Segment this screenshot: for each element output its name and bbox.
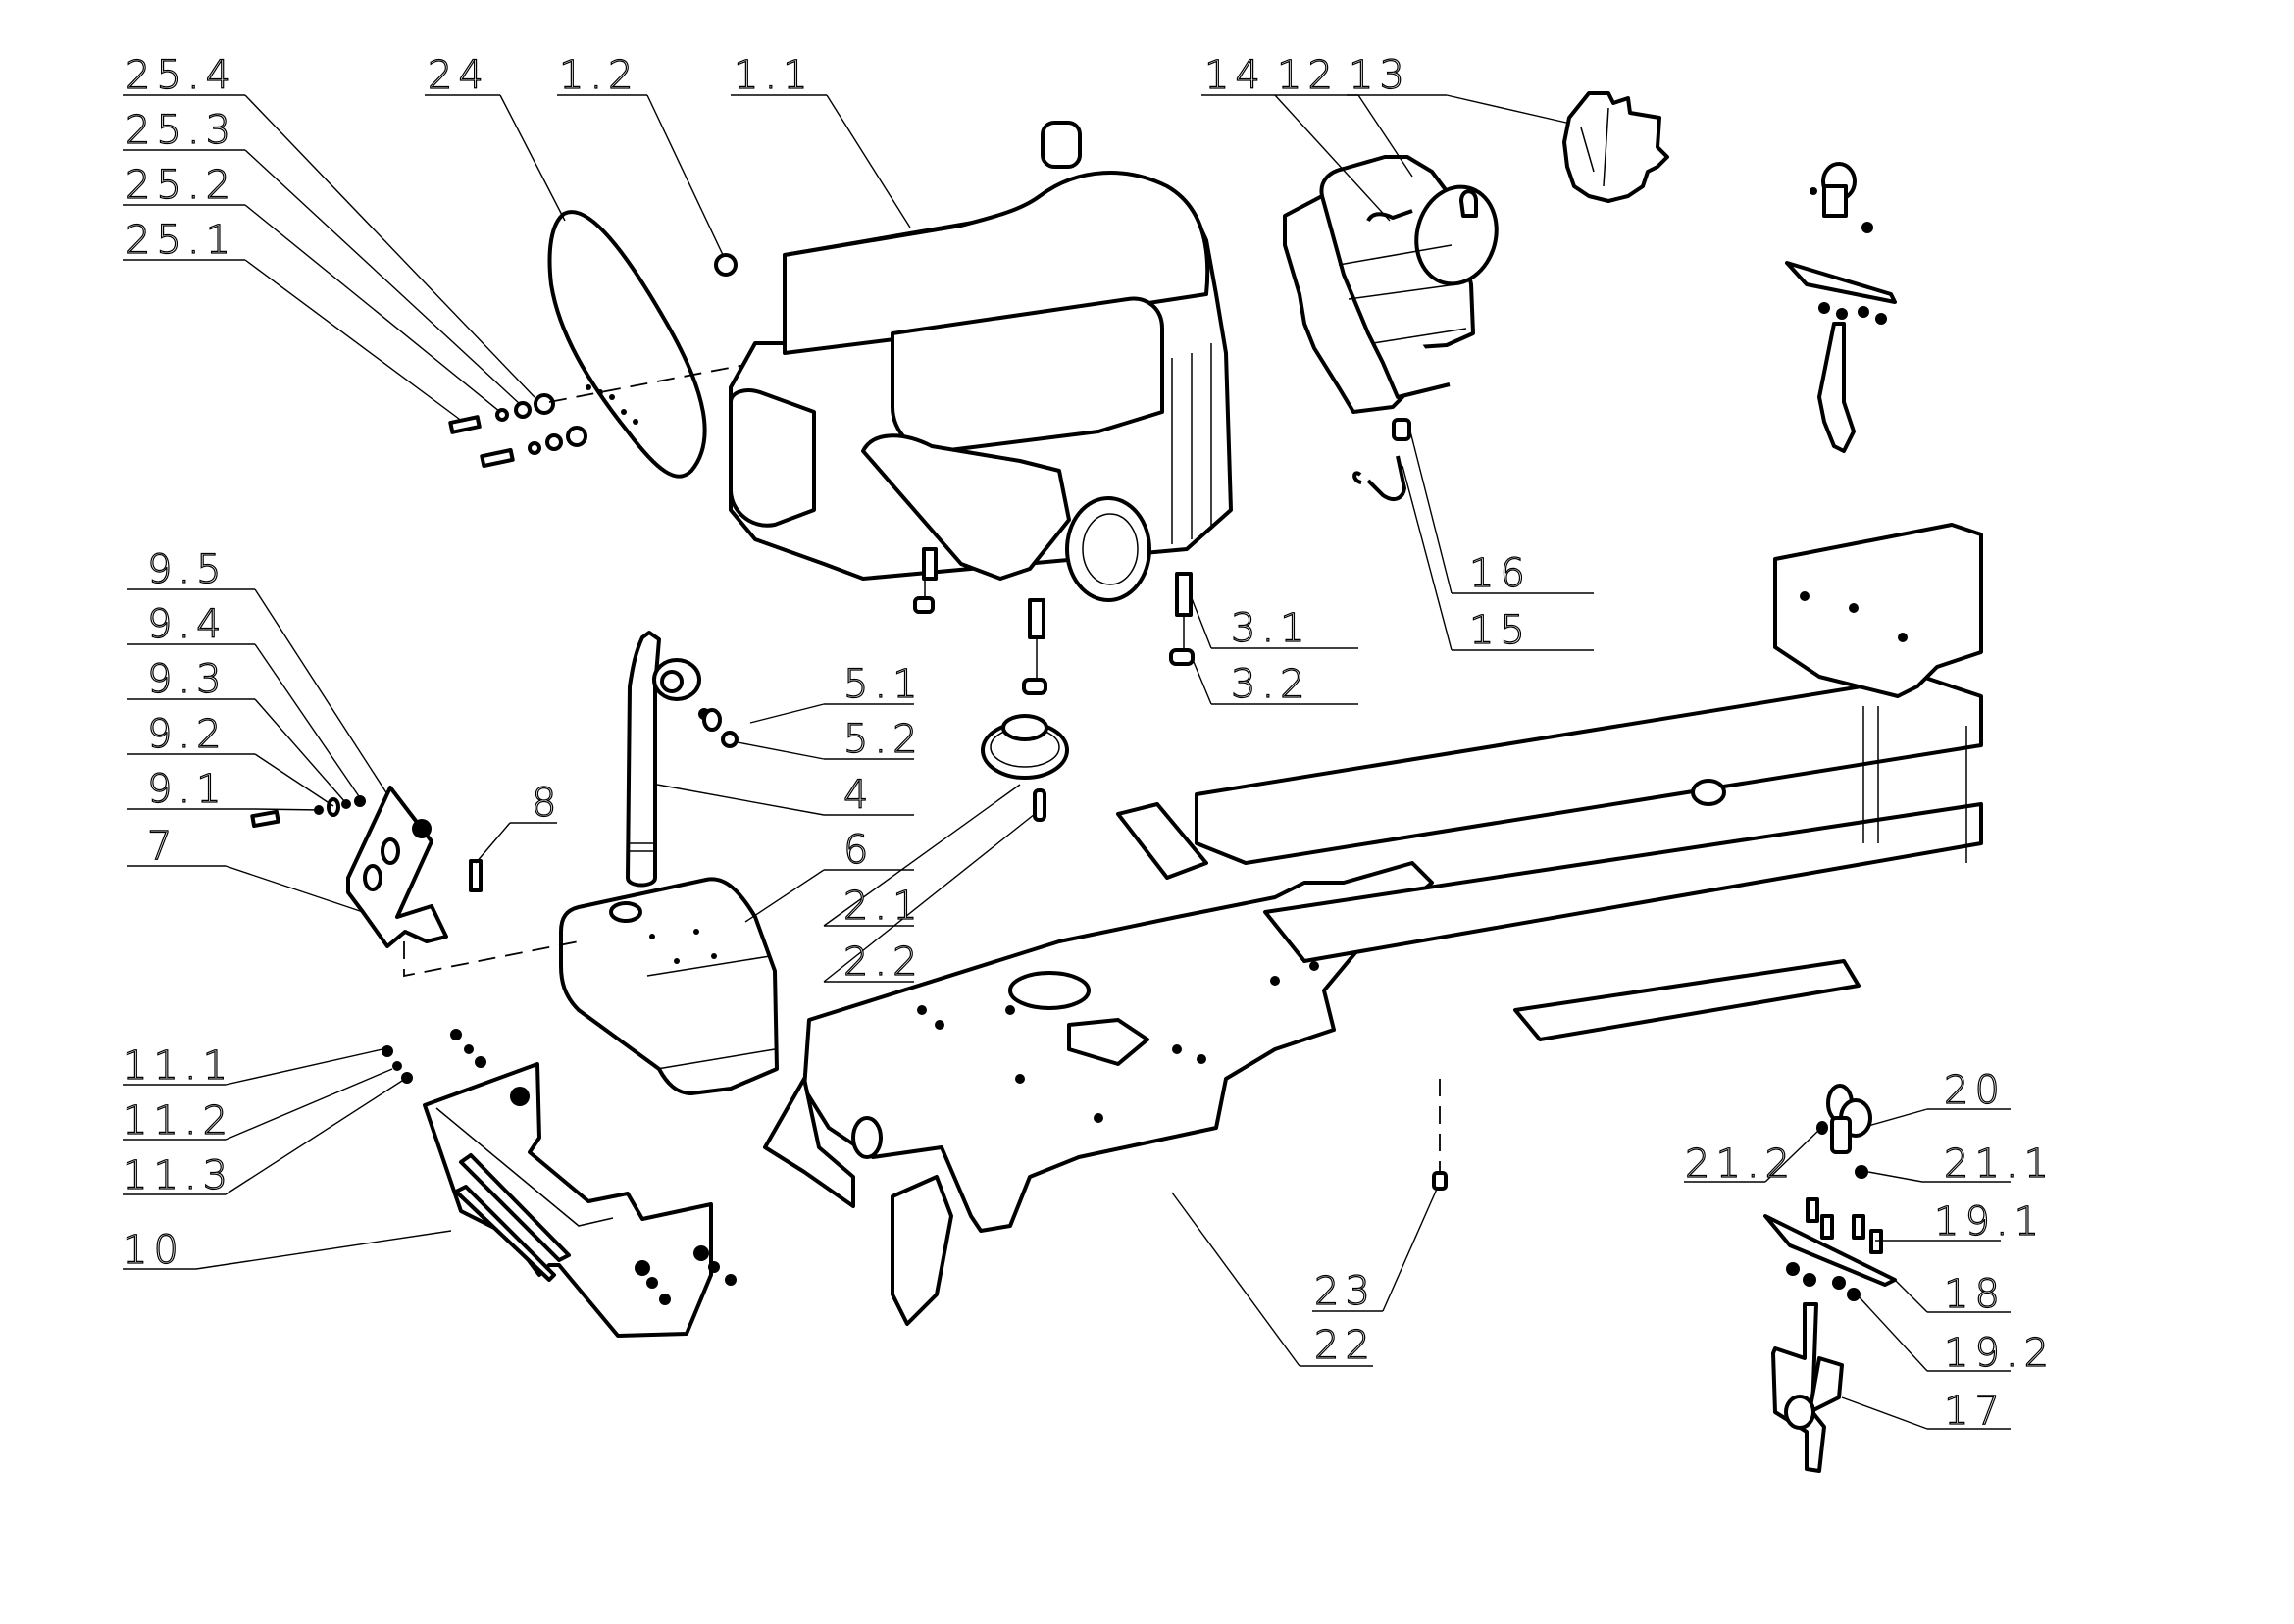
callout-21-1: 21.1 xyxy=(1944,1142,2055,1187)
leader-22-arrow xyxy=(1171,1192,1300,1367)
callout-19-2: 19.2 xyxy=(1944,1331,2055,1376)
leader-5-2-arrow xyxy=(737,741,825,760)
part-lower-right-assembly xyxy=(1763,1084,1897,1473)
callout-25-3: 25.3 xyxy=(126,108,236,153)
part-exhaust-pipe xyxy=(626,631,739,888)
leader-20-arrow xyxy=(1867,1108,1928,1127)
part-engine-bolts-3 xyxy=(913,547,1195,695)
callout-3-2: 3.2 xyxy=(1231,662,1311,707)
leader-1-1-arrow xyxy=(826,94,911,228)
leader-19-2-arrow xyxy=(1858,1295,1928,1372)
leader-lines xyxy=(123,94,2011,1430)
callout-11-2: 11.2 xyxy=(123,1098,233,1143)
part-nut-1-2 xyxy=(714,253,738,277)
callout-5-1: 5.1 xyxy=(843,662,924,707)
leader-15-arrow xyxy=(1402,465,1453,651)
part-pulley xyxy=(981,714,1069,822)
leader-9-3-arrow xyxy=(254,698,346,803)
leader-21-2-arrow xyxy=(1764,1129,1820,1183)
part-muffler-bracket xyxy=(250,786,580,978)
leader-7-arrow xyxy=(225,865,364,913)
part-fuel-tank xyxy=(1283,155,1499,414)
leader-14-arrow xyxy=(1274,94,1391,222)
callout-11-1: 11.1 xyxy=(123,1043,233,1089)
part-heat-shield xyxy=(382,1029,737,1338)
leader-25-1-arrow xyxy=(244,259,464,423)
callout-22: 22 xyxy=(1314,1323,1376,1368)
callout-16: 16 xyxy=(1469,551,1531,596)
callout-7: 7 xyxy=(147,824,178,869)
leader-9-4-arrow xyxy=(254,643,362,800)
leader-24-arrow xyxy=(499,94,566,222)
callout-labels: 25.4 25.3 25.2 25.1 24 1.2 1.1 14 12 13 … xyxy=(122,52,2055,1434)
callout-9-5: 9.5 xyxy=(147,547,228,592)
callout-9-3: 9.3 xyxy=(147,657,228,702)
callout-25-1: 25.1 xyxy=(126,218,236,263)
leader-11-2-arrow xyxy=(225,1068,393,1141)
leader-4-arrow xyxy=(656,784,825,816)
leader-1-2-arrow xyxy=(646,94,725,258)
callout-9-2: 9.2 xyxy=(147,712,228,757)
callout-20: 20 xyxy=(1944,1068,2006,1113)
leader-9-5-arrow xyxy=(254,588,388,795)
leader-8-arrow xyxy=(475,822,511,864)
callout-1-1: 1.1 xyxy=(734,53,814,98)
leader-3-2-arrow xyxy=(1191,656,1212,705)
leader-2-2-arrow xyxy=(823,813,1036,983)
callout-14: 14 xyxy=(1204,53,1266,98)
callout-18: 18 xyxy=(1944,1272,2006,1317)
callout-1-2: 1.2 xyxy=(559,53,639,98)
leader-25-2-arrow xyxy=(244,204,501,413)
leader-2-1-arrow xyxy=(823,784,1021,927)
callout-12: 12 xyxy=(1277,53,1339,98)
part-cover-plate xyxy=(547,210,707,479)
callout-11-3: 11.3 xyxy=(123,1153,233,1198)
callout-21-2: 21.2 xyxy=(1685,1142,1796,1187)
leader-18-arrow xyxy=(1894,1279,1928,1313)
callout-10: 10 xyxy=(123,1228,184,1273)
leader-23-arrow xyxy=(1382,1186,1439,1312)
callout-9-4: 9.4 xyxy=(147,602,228,647)
leader-9-1-arrow xyxy=(254,808,323,811)
callout-4: 4 xyxy=(843,773,874,818)
callout-17: 17 xyxy=(1944,1389,2006,1434)
leader-9-2-arrow xyxy=(254,753,334,807)
callout-25-4: 25.4 xyxy=(126,53,236,98)
leader-25-3-arrow xyxy=(244,149,521,405)
leader-11-3-arrow xyxy=(225,1080,403,1195)
callout-24: 24 xyxy=(428,53,489,98)
part-fuel-hose xyxy=(1352,418,1411,502)
leader-21-1-arrow xyxy=(1867,1171,1923,1183)
callout-3-1: 3.1 xyxy=(1231,606,1311,651)
callout-23: 23 xyxy=(1314,1269,1376,1314)
callout-2-2: 2.2 xyxy=(843,939,924,985)
callout-15: 15 xyxy=(1469,608,1531,653)
leader-12-arrow xyxy=(1357,94,1413,178)
leader-5-1-arrow xyxy=(749,703,825,724)
callout-2-1: 2.1 xyxy=(843,884,924,929)
leader-17-arrow xyxy=(1841,1396,1928,1430)
part-bolt-23 xyxy=(1432,1079,1448,1191)
callout-8: 8 xyxy=(532,781,562,826)
leader-25-4-arrow xyxy=(244,94,535,398)
leader-6-arrow xyxy=(744,869,825,923)
callout-25-2: 25.2 xyxy=(126,163,236,208)
leader-16-arrow xyxy=(1408,427,1453,594)
part-engine xyxy=(729,121,1233,602)
part-right-small-assembly-upper xyxy=(1785,162,1897,453)
part-chassis-frame xyxy=(763,523,1983,1326)
leader-11-1-arrow xyxy=(225,1048,383,1086)
part-fasteners-25 xyxy=(448,362,756,469)
part-muffler xyxy=(559,877,779,1095)
part-fuel-cap xyxy=(1562,91,1669,203)
callout-5-2: 5.2 xyxy=(843,717,924,762)
leader-13-arrow xyxy=(1446,94,1567,124)
leader-3-1-arrow xyxy=(1189,592,1212,649)
leader-10-arrow xyxy=(195,1230,452,1270)
callout-13: 13 xyxy=(1349,53,1410,98)
callout-6: 6 xyxy=(843,828,874,873)
callout-9-1: 9.1 xyxy=(147,767,228,812)
callout-19-1: 19.1 xyxy=(1934,1199,2045,1244)
